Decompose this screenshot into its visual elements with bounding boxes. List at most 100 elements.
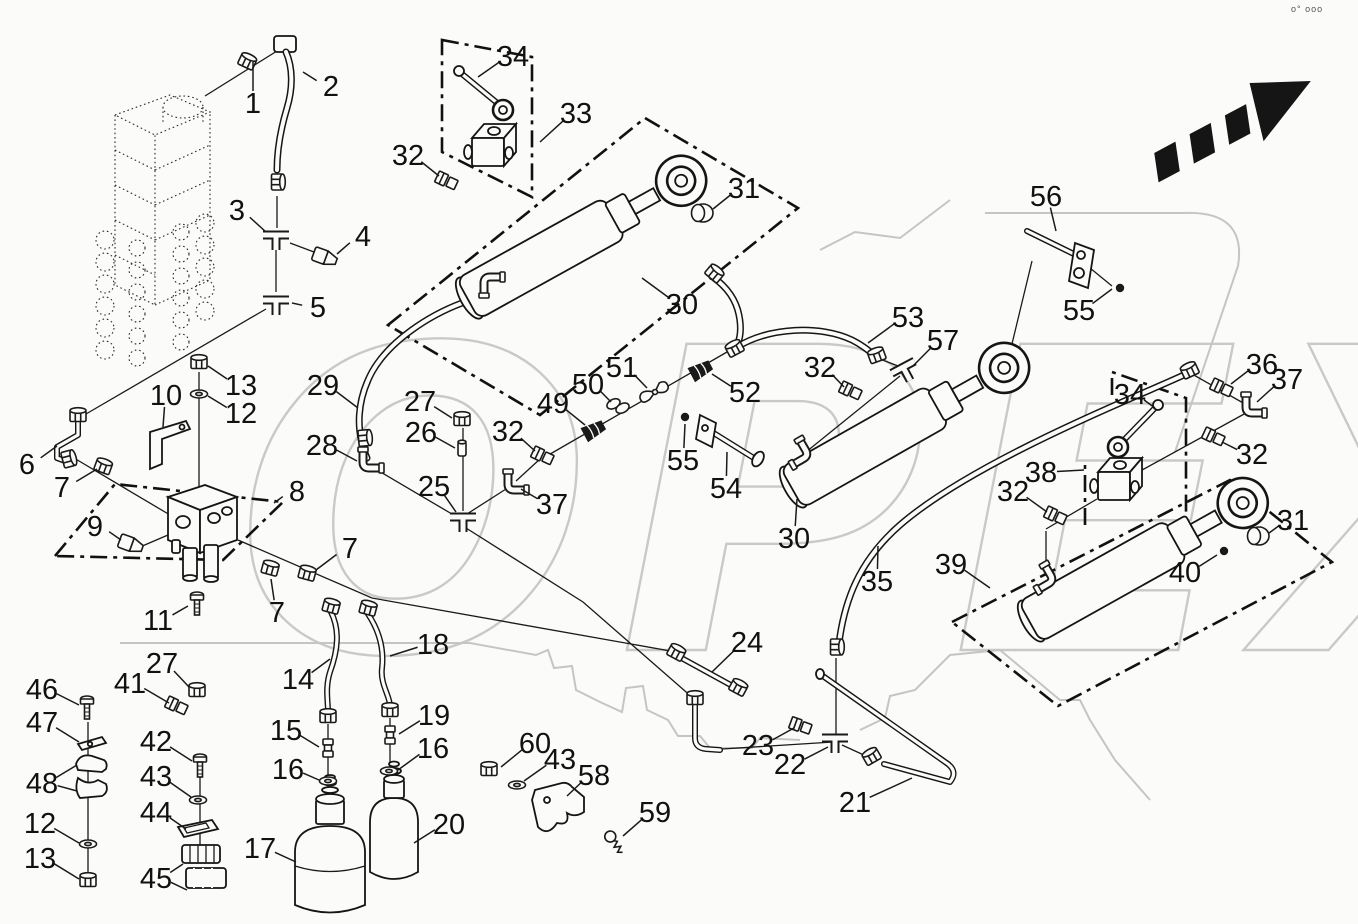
callout-label: 52 [729,377,761,409]
leader-line [55,727,80,743]
callout-48: 48 [26,764,78,800]
hydraulic-cylinder-top [454,154,708,320]
leader-line [477,61,500,78]
callout-39: 39 [935,549,991,589]
tee-fitting [450,512,476,532]
callout-38: 38 [1025,457,1085,489]
callout-label: 3 [229,195,245,227]
callout-label: 14 [282,664,314,696]
washer-fitting [189,389,209,399]
leader-line [622,818,643,837]
leader-line [57,784,78,792]
clip-fitting [606,397,630,415]
callout-32: 32 [492,416,536,452]
callout-label: 12 [225,398,257,430]
pin-54 [695,413,765,468]
callout-36: 36 [1230,349,1278,385]
pipe-clamp-48 [75,754,108,799]
callout-8: 8 [273,476,305,508]
callout-30: 30 [778,498,810,555]
ball-fitting [1219,546,1229,556]
leader-line [566,781,582,797]
leader-line [523,764,547,782]
leader-line [565,409,586,426]
callout-59: 59 [622,797,671,837]
callout-10: 10 [150,380,182,428]
callout-label: 56 [1030,181,1062,213]
leader-line [56,693,80,706]
hose-53 [733,326,878,359]
callout-label: 23 [742,730,774,762]
nut-fitting [270,173,287,191]
nip-fitting [322,738,334,758]
callout-label: 20 [433,809,465,841]
bcone-fitting [580,420,607,443]
leader-line [1143,399,1156,409]
callout-57: 57 [912,325,959,367]
leader-line [170,881,188,891]
leader-line [867,322,896,344]
leader-line [207,365,228,380]
phantom-box-valve-33 [440,38,534,200]
callout-layer: 1234567778910111213121314151616171819202… [19,41,1309,895]
leader-line [55,764,78,779]
callout-label: 7 [54,472,70,504]
elbow-fitting [1032,559,1057,596]
cap-fitting [1246,526,1270,546]
accumulator-bottle-20 [369,760,419,880]
callout-label: 4 [355,221,371,253]
leader-line [1221,441,1238,451]
clamp-plate-47 [76,735,108,752]
union-fitting [164,695,189,716]
leader-line [1256,385,1275,403]
callout-45: 45 [140,863,188,895]
callout-24: 24 [711,627,763,673]
callout-label: 12 [24,808,56,840]
nut-fitting [358,599,378,617]
leader-line [397,753,420,771]
callout-label: 34 [497,41,529,73]
callout-25: 25 [418,471,457,513]
callout-31: 31 [712,173,760,210]
nut-fitting [188,681,206,698]
callout-51: 51 [606,352,648,389]
callout-label: 43 [140,761,172,793]
callout-12: 12 [24,808,80,844]
screw-fitting [603,830,623,854]
callout-label: 53 [892,302,924,334]
callout-label: 24 [731,627,763,659]
callout-label: 37 [1271,364,1303,396]
callout-label: 51 [606,352,638,384]
callout-6: 6 [19,445,58,481]
callout-30: 30 [641,277,698,321]
leader-line [336,242,351,255]
cap-fitting [690,203,714,223]
tube-14 [324,609,340,715]
leader-line [207,395,228,409]
callout-27: 27 [146,648,190,688]
callout-label: 6 [19,449,35,481]
union-fitting [1209,377,1234,398]
callout-label: 16 [417,733,449,765]
callout-23: 23 [742,727,795,762]
callout-label: 27 [146,648,178,680]
callout-label: 1 [245,88,261,120]
callout-35: 35 [861,545,893,598]
callout-label: 50 [572,369,604,401]
callout-32: 32 [997,476,1048,513]
callout-label: 9 [87,511,103,543]
leader-line [520,437,536,452]
leader-line [1056,469,1085,473]
hook-bracket-58 [531,781,585,833]
pin-56 [1024,228,1096,290]
accumulator-bottle-17 [294,774,366,914]
callout-55: 55 [1063,288,1113,327]
leader-line [169,817,187,830]
elbow-fitting [787,434,812,471]
callout-label: 8 [289,476,305,508]
plug-fitting [117,533,145,553]
leader-line [413,829,436,844]
callout-label: 37 [536,489,568,521]
leader-line [299,734,320,748]
leader-line [162,406,166,428]
